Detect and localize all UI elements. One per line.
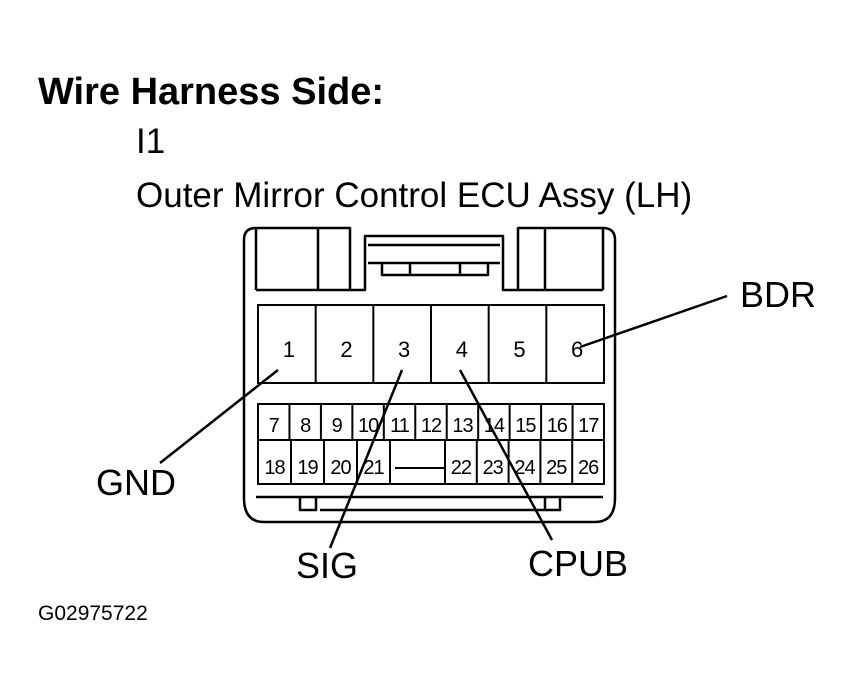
diagram-title: Wire Harness Side: bbox=[38, 71, 385, 113]
pin-label-21: 21 bbox=[363, 457, 384, 479]
latch-inner bbox=[368, 243, 500, 277]
pin-label-19: 19 bbox=[297, 457, 318, 479]
pin-label-3: 3 bbox=[398, 337, 410, 362]
pin-label-20: 20 bbox=[330, 457, 351, 479]
bottom-row-cavities bbox=[290, 440, 574, 484]
pin-label-12: 12 bbox=[421, 415, 442, 437]
pin-label-25: 25 bbox=[546, 457, 567, 479]
pin-label-4: 4 bbox=[456, 337, 468, 362]
connector-name: Outer Mirror Control ECU Assy (LH) bbox=[136, 176, 693, 215]
cpub-label: CPUB bbox=[528, 543, 628, 584]
pin-label-11: 11 bbox=[390, 415, 410, 437]
lower-block-frame bbox=[257, 403, 605, 485]
pin-label-2: 2 bbox=[340, 337, 352, 362]
pin-label-26: 26 bbox=[578, 457, 599, 479]
pin-label-15: 15 bbox=[515, 415, 536, 437]
pin-label-9: 9 bbox=[332, 415, 343, 437]
pin-label-7: 7 bbox=[269, 415, 280, 437]
middle-row-cavities bbox=[257, 403, 605, 485]
pin-label-1: 1 bbox=[283, 337, 295, 362]
bdr-leader-line bbox=[579, 294, 728, 349]
pin-label-10: 10 bbox=[358, 415, 379, 437]
pin-label-14: 14 bbox=[484, 415, 505, 437]
pin-label-5: 5 bbox=[513, 337, 525, 362]
connector-id: I1 bbox=[136, 122, 166, 161]
connector-outline bbox=[242, 226, 617, 524]
bottom-lip bbox=[256, 495, 603, 512]
pin-label-18: 18 bbox=[264, 457, 285, 479]
pin-label-13: 13 bbox=[452, 415, 473, 437]
bdr-label: BDR bbox=[740, 274, 816, 315]
pin-label-6: 6 bbox=[571, 337, 583, 362]
sig-label: SIG bbox=[296, 545, 358, 586]
sig-leader-line bbox=[328, 369, 404, 549]
top-row-cavities bbox=[257, 304, 605, 384]
pin-label-17: 17 bbox=[578, 415, 599, 437]
pin-label-24: 24 bbox=[514, 457, 535, 479]
pin-label-16: 16 bbox=[547, 415, 568, 437]
pin-label-23: 23 bbox=[483, 457, 504, 479]
pin-label-8: 8 bbox=[300, 415, 311, 437]
figure-code: G02975722 bbox=[38, 602, 148, 625]
gnd-leader-line bbox=[159, 369, 279, 464]
gnd-label: GND bbox=[96, 462, 176, 503]
pin-label-22: 22 bbox=[451, 457, 472, 479]
shoulder-lines bbox=[254, 228, 605, 292]
cpub-leader-line bbox=[458, 369, 554, 541]
